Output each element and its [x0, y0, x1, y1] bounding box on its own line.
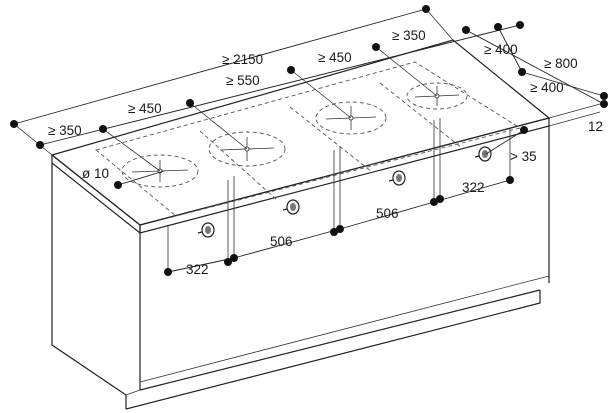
cabinet-left-side: [51, 163, 127, 396]
dim-line-gt35: [485, 129, 525, 155]
control-knobs: [197, 146, 492, 238]
dim-line-322-left: [167, 257, 235, 273]
label-depth-800: ≥ 800: [544, 56, 578, 71]
cutout-outline: [95, 61, 522, 217]
zone-divider-3: [379, 82, 463, 149]
label-front-322-left: 322: [186, 262, 209, 277]
label-side-350: ≥ 350: [48, 123, 82, 138]
label-spacing-450: ≥ 450: [318, 50, 352, 65]
dim-line-hole: [117, 170, 165, 186]
label-depth-400-top: ≥ 400: [484, 42, 518, 57]
control-knob-icon: [197, 222, 215, 238]
label-front-506-right: 506: [376, 206, 399, 221]
label-thickness-12: 12: [588, 119, 603, 134]
dim-line-2150: [13, 8, 427, 125]
cabinet-front-bottom: [139, 289, 541, 391]
label-depth-400-side: ≥ 400: [530, 80, 564, 95]
cabinet-plinth: [125, 290, 541, 410]
dimension-labels: ≥ 2150 ≥ 350 ≥ 450 ≥ 550 ≥ 450 ≥ 350 ≥ 4…: [48, 28, 603, 277]
top-dimension-lines: [13, 8, 605, 186]
control-knob-icon: [388, 170, 406, 186]
label-spacing-550: ≥ 550: [226, 73, 260, 88]
worktop-front-edge: [139, 117, 550, 234]
dim-line-506-right: [339, 201, 435, 230]
label-hole-diameter: ø 10: [82, 166, 109, 181]
zone-divider-2: [289, 106, 373, 173]
dim-line-chain: [39, 24, 521, 146]
dim-line-depth-side: [521, 71, 605, 97]
dimension-dots: [10, 5, 608, 276]
control-knob-icon: [474, 146, 492, 162]
label-front-506-left: 506: [270, 234, 293, 249]
control-knob-icon: [282, 199, 300, 215]
cooktop-cutout: [95, 61, 522, 217]
label-front-322-right: 322: [462, 180, 485, 195]
zone-divider-1: [199, 130, 277, 200]
worktop-top-face: [50, 39, 551, 226]
label-side-450: ≥ 450: [128, 101, 162, 116]
dim-line-depth-400: [497, 26, 523, 73]
dim-line-depth-800: [465, 29, 605, 105]
cabinet-plinth-corner: [125, 389, 141, 396]
cabinet-body: [50, 39, 551, 410]
label-total-width: ≥ 2150: [222, 52, 263, 67]
front-dimension-lines: [167, 118, 525, 273]
dim-line-506-left: [233, 228, 341, 259]
label-front-gt35: > 35: [510, 149, 537, 164]
label-spacing-350: ≥ 350: [392, 28, 426, 43]
cabinet-front-bottom-inner: [139, 275, 550, 383]
dim-line-322-right: [433, 179, 511, 203]
